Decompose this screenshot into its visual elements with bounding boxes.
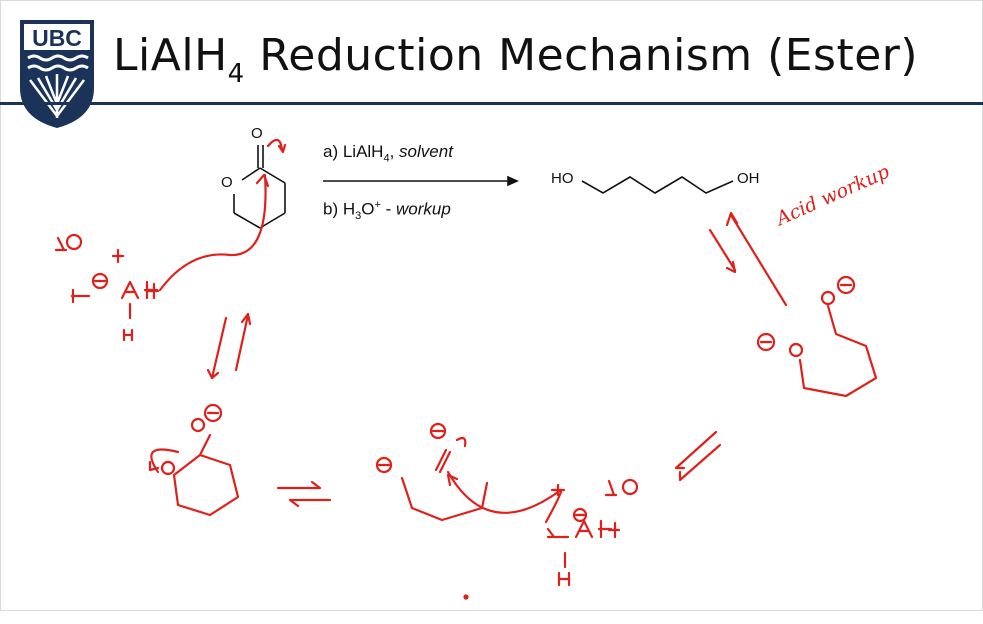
ring-oxygen-label: O <box>221 174 233 191</box>
title-rest: Reduction Mechanism (Ester) <box>244 30 919 81</box>
reaction-arrow <box>323 175 519 187</box>
product-chain <box>581 176 734 194</box>
logo-text: UBC <box>32 25 82 51</box>
title-rule <box>0 102 983 105</box>
condition-step-a: a) LiAlH4, solvent <box>323 142 453 165</box>
lactone-structure <box>233 145 286 229</box>
carbonyl-oxygen-label: O <box>251 125 263 142</box>
ubc-logo: UBC <box>20 20 94 128</box>
title-main: LiAlH <box>113 30 228 81</box>
handwritten-ink <box>54 138 878 600</box>
product-oh-label: OH <box>737 170 760 187</box>
slide-title: LiAlH4 Reduction Mechanism (Ester) <box>113 30 918 89</box>
condition-step-b: b) H3O+ - workup <box>323 199 451 223</box>
title-subscript: 4 <box>227 59 245 89</box>
product-ho-label: HO <box>551 170 574 187</box>
